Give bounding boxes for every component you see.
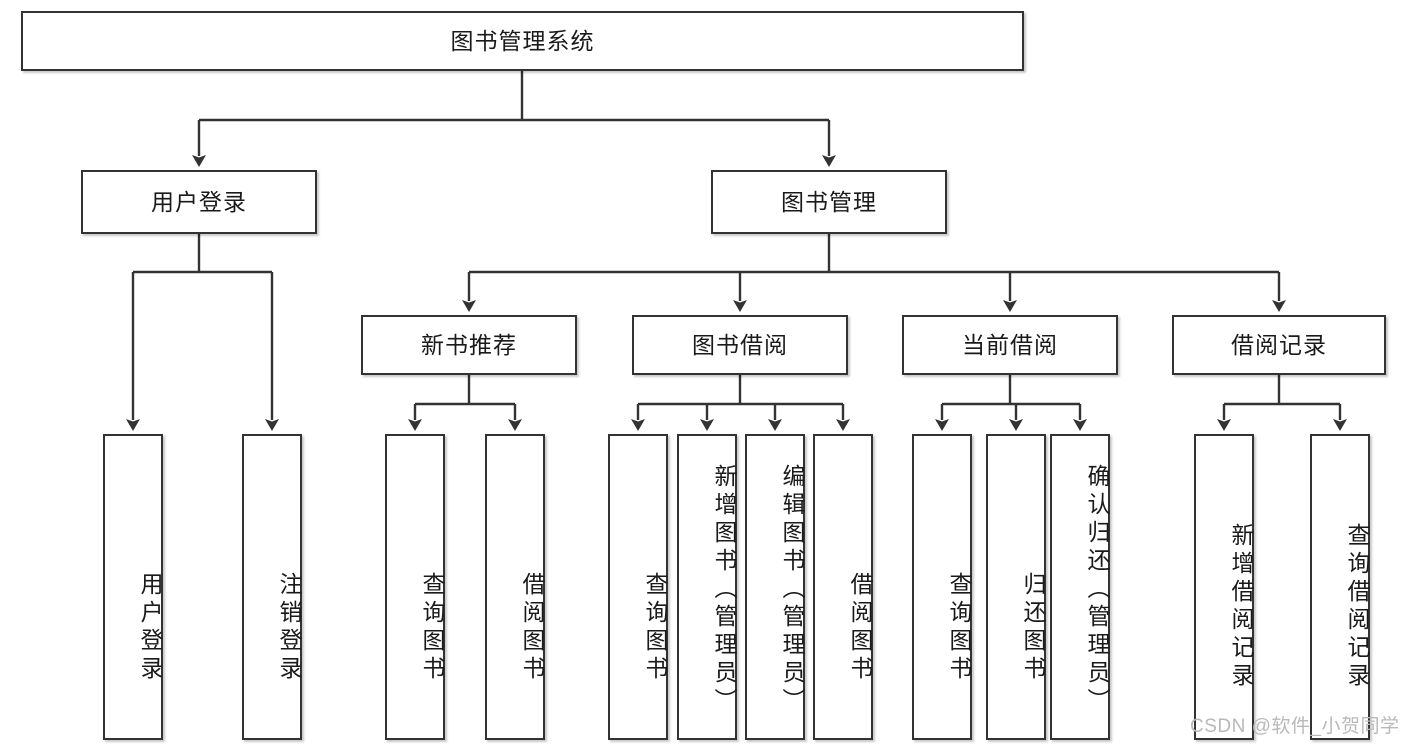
node-user-login[interactable]: 用户登录 (81, 170, 317, 234)
csdn-watermark: CSDN @软件_小贺同学 (1190, 716, 1400, 737)
leaf-query-borrow-record-label: 查询借阅记录 (1344, 523, 1370, 691)
node-book-borrow-label: 图书借阅 (692, 331, 788, 358)
node-book-borrow[interactable]: 图书借阅 (632, 315, 848, 375)
node-borrow-record[interactable]: 借阅记录 (1172, 315, 1386, 375)
leaf-user-login-label: 用户登录 (137, 572, 163, 684)
leaf-edit-book-admin[interactable]: 编辑图书（管理员） (745, 434, 805, 740)
edge-group-root (192, 71, 836, 167)
node-root[interactable]: 图书管理系统 (21, 11, 1024, 71)
leaf-borrow-book[interactable]: 借阅图书 (813, 434, 873, 740)
node-current-borrow[interactable]: 当前借阅 (902, 315, 1118, 375)
node-new-book-recommend[interactable]: 新书推荐 (361, 315, 577, 375)
edge-group-book-manage (462, 234, 1286, 312)
leaf-add-borrow-record[interactable]: 新增借阅记录 (1194, 434, 1254, 740)
leaf-query-book-current[interactable]: 查询图书 (912, 434, 972, 740)
leaf-logout-label: 注销登录 (276, 572, 302, 684)
leaf-query-book-recommend[interactable]: 查询图书 (385, 434, 445, 740)
leaf-add-borrow-record-label: 新增借阅记录 (1228, 523, 1254, 691)
edge-group-new-book-recommend (408, 375, 522, 431)
node-root-label: 图书管理系统 (450, 27, 595, 54)
leaf-return-book[interactable]: 归还图书 (986, 434, 1046, 740)
leaf-return-book-label: 归还图书 (1020, 572, 1046, 684)
node-borrow-record-label: 借阅记录 (1231, 331, 1327, 358)
leaf-add-book-admin[interactable]: 新增图书（管理员） (677, 434, 737, 740)
leaf-query-book-borrow-label: 查询图书 (642, 572, 668, 684)
leaf-borrow-book-recommend-label: 借阅图书 (519, 572, 545, 684)
node-user-login-label: 用户登录 (151, 188, 247, 215)
leaf-query-book-borrow[interactable]: 查询图书 (608, 434, 668, 740)
node-book-manage-label: 图书管理 (781, 188, 877, 215)
edge-group-user-login (126, 234, 279, 431)
leaf-confirm-return-admin-label: 确认归还（管理员） (1084, 464, 1110, 716)
leaf-query-book-current-label: 查询图书 (946, 572, 972, 684)
leaf-edit-book-admin-label: 编辑图书（管理员） (779, 464, 805, 716)
leaf-borrow-book-recommend[interactable]: 借阅图书 (485, 434, 545, 740)
node-current-borrow-label: 当前借阅 (962, 331, 1058, 358)
node-book-manage[interactable]: 图书管理 (711, 170, 947, 234)
edge-group-borrow-record (1217, 375, 1347, 431)
edge-group-current-borrow (935, 375, 1087, 431)
leaf-user-login[interactable]: 用户登录 (103, 434, 163, 740)
leaf-confirm-return-admin[interactable]: 确认归还（管理员） (1050, 434, 1110, 740)
edge-group-book-borrow (631, 375, 850, 431)
node-new-book-recommend-label: 新书推荐 (421, 331, 517, 358)
leaf-query-borrow-record[interactable]: 查询借阅记录 (1310, 434, 1370, 740)
leaf-borrow-book-label: 借阅图书 (847, 572, 873, 684)
leaf-query-book-recommend-label: 查询图书 (419, 572, 445, 684)
leaf-add-book-admin-label: 新增图书（管理员） (711, 464, 737, 716)
leaf-logout[interactable]: 注销登录 (242, 434, 302, 740)
